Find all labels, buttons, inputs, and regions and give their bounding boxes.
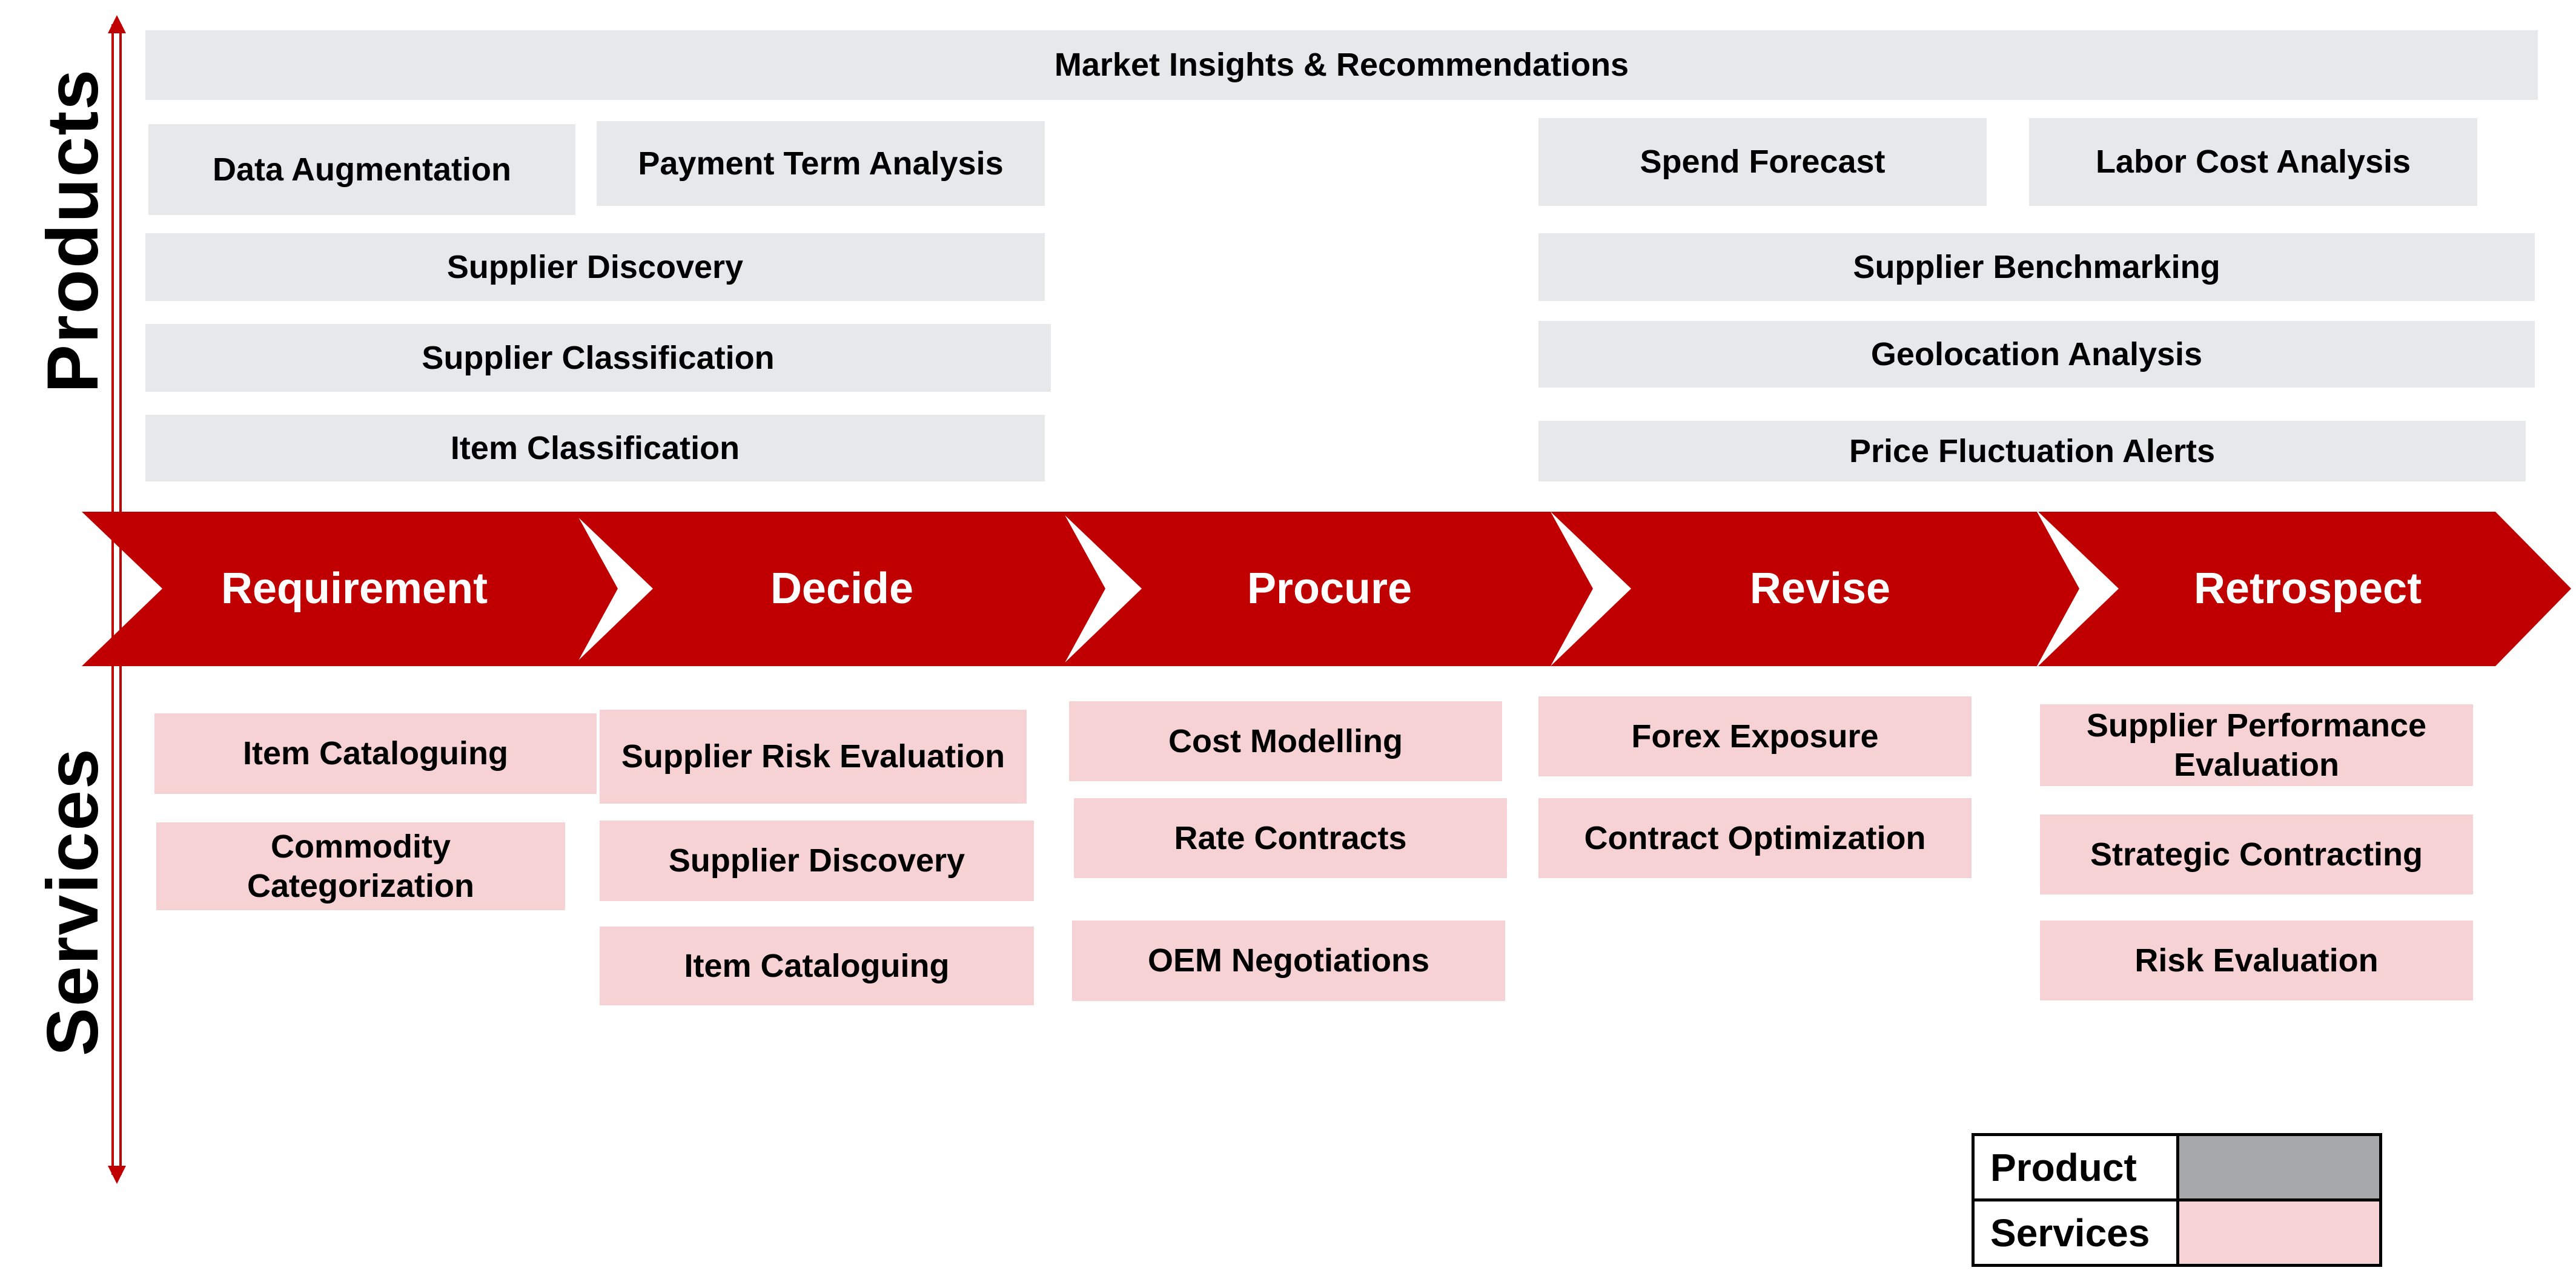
product-supplier-classification: Supplier Classification [145,324,1051,392]
service-supplier-performance-evaluation: Supplier Performance Evaluation [2040,704,2473,786]
legend-services-swatch [2176,1198,2382,1267]
product-spend-forecast: Spend Forecast [1538,118,1987,206]
product-supplier-benchmarking: Supplier Benchmarking [1538,233,2535,301]
stage-revise: Revise [1749,564,1891,613]
product-supplier-discovery: Supplier Discovery [145,233,1045,301]
service-commodity-categorization: Commodity Categorization [156,822,565,910]
product-market-insights: Market Insights & Recommendations [145,30,2538,100]
product-price-fluctuation-alerts: Price Fluctuation Alerts [1538,421,2526,481]
legend-services-label: Services [1972,1198,2179,1267]
service-rate-contracts: Rate Contracts [1074,798,1507,878]
service-supplier-discovery: Supplier Discovery [600,821,1034,901]
service-item-cataloguing: Item Cataloguing [154,713,597,794]
product-data-augmentation: Data Augmentation [148,124,575,215]
product-item-classification: Item Classification [145,415,1045,481]
service-supplier-risk-evaluation: Supplier Risk Evaluation [600,710,1027,804]
stage-decide: Decide [770,564,914,613]
service-item-cataloguing-decide: Item Cataloguing [600,927,1034,1005]
product-labor-cost-analysis: Labor Cost Analysis [2029,118,2477,206]
service-forex-exposure: Forex Exposure [1538,696,1972,776]
service-risk-evaluation: Risk Evaluation [2040,920,2473,1000]
legend-product-swatch [2176,1133,2382,1201]
legend-product-label: Product [1972,1133,2179,1201]
product-geolocation-analysis: Geolocation Analysis [1538,321,2535,388]
stage-retrospect: Retrospect [2193,564,2422,613]
service-cost-modelling: Cost Modelling [1069,701,1502,781]
stage-requirement: Requirement [220,564,488,613]
services-axis-label: Services [32,747,113,1056]
service-contract-optimization: Contract Optimization [1538,798,1972,878]
product-payment-term-analysis: Payment Term Analysis [597,121,1045,206]
stage-procure: Procure [1247,564,1412,613]
service-oem-negotiations: OEM Negotiations [1072,920,1505,1001]
legend: Product Services [1972,1133,2382,1267]
service-strategic-contracting: Strategic Contracting [2040,815,2473,894]
products-axis-label: Products [32,68,113,393]
